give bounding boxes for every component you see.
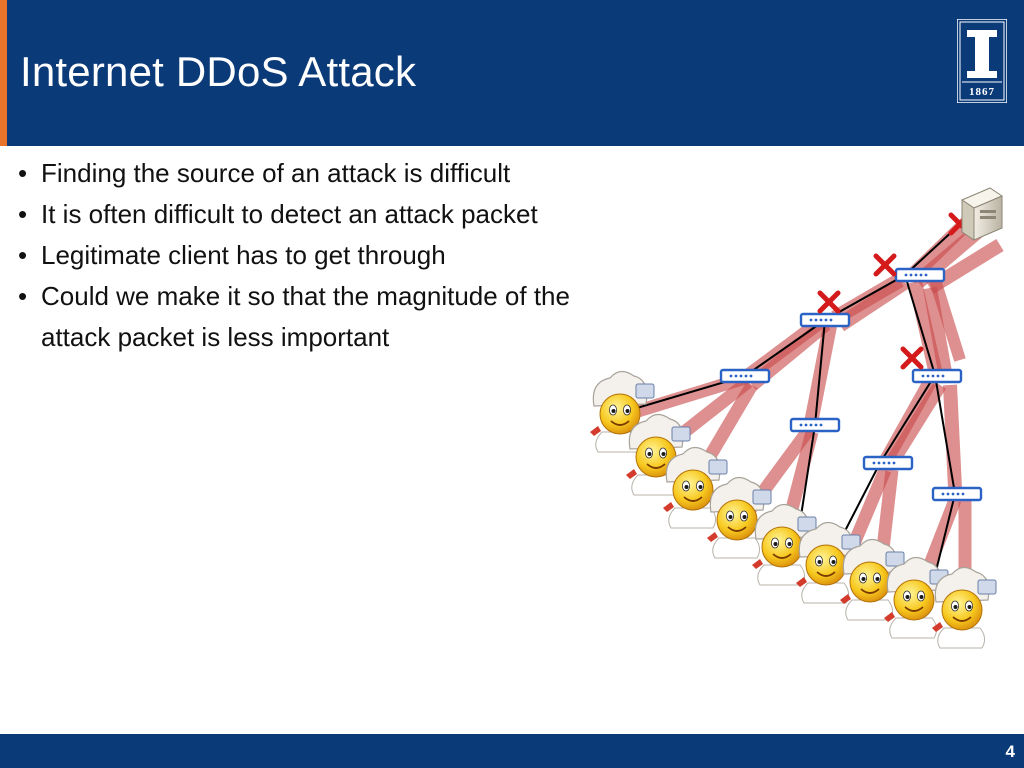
logo-year: 1867 <box>969 86 995 98</box>
red-x-icon <box>820 293 838 311</box>
router-icon <box>719 368 771 384</box>
bullet-item: It is often difficult to detect an attac… <box>18 194 578 235</box>
bullet-item: Finding the source of an attack is diffi… <box>18 153 578 194</box>
university-column-logo-icon: 1867 <box>957 19 1007 103</box>
router-icon <box>862 455 914 471</box>
ddos-diagram <box>589 187 1004 649</box>
header-accent-bar <box>0 0 7 146</box>
server-icon <box>960 187 1004 241</box>
router-icon <box>931 486 983 502</box>
smiley-client-icon <box>931 566 997 649</box>
slide-footer: 4 <box>0 734 1024 768</box>
router-icon <box>911 368 963 384</box>
slide-header: Internet DDoS Attack 1867 <box>0 0 1024 146</box>
router-icon <box>789 417 841 433</box>
bullet-item: Legitimate client has to get through <box>18 235 578 276</box>
red-x-icon <box>903 349 921 367</box>
bullet-list: Finding the source of an attack is diffi… <box>18 153 578 358</box>
router-icon <box>799 312 851 328</box>
bullet-item: Could we make it so that the magnitude o… <box>18 276 578 358</box>
slide-title: Internet DDoS Attack <box>20 48 417 95</box>
page-number: 4 <box>1005 742 1015 761</box>
router-icon <box>894 267 946 283</box>
red-x-icon <box>876 256 894 274</box>
